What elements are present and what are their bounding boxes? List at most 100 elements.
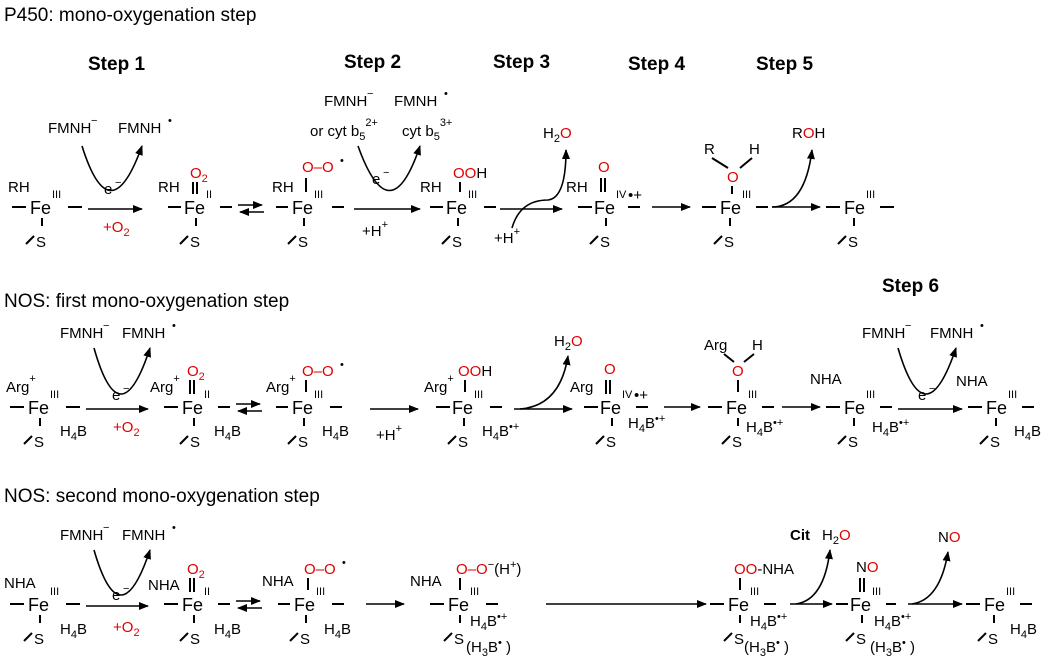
cytochrome-b5-reduced: or cyt b52+: [310, 117, 378, 143]
svg-text:H2O: H2O: [822, 527, 851, 547]
o2-addition: +O2: [103, 219, 130, 239]
svg-text:S: S: [190, 631, 200, 648]
nos-first-row: Arg+ Fe III S H4B FMNH − FMNH • e − +O2 …: [6, 320, 1041, 451]
svg-text:S: S: [606, 434, 616, 451]
svg-text:e: e: [918, 387, 926, 404]
svg-text:S: S: [732, 434, 742, 451]
p450-species-2: RH O2 Fe II S: [158, 165, 232, 251]
nos1-species-8: NHA Fe III S H4B: [956, 373, 1041, 451]
nos2-species-6: NO Fe III S H4B•+ (H3B• ): [836, 559, 915, 659]
no-product: NO: [938, 529, 961, 546]
p450-step2-arrow: FMNH − FMNH • or cyt b52+ cyt b53+ e − +…: [310, 88, 452, 240]
nos1-species-6: Arg H O Fe III S H4B•+: [704, 337, 783, 451]
svg-text:Fe: Fe: [448, 595, 469, 615]
svg-text:S: S: [454, 631, 464, 648]
svg-text:FMNH: FMNH: [60, 325, 103, 342]
nos2-species-5: OO-NHA Fe III S H4B•+ (H3B• ): [710, 561, 794, 659]
nos2-species-4: NHA O–O−(H+) Fe III S H4B•+ (H3B• ): [410, 559, 521, 659]
svg-text:+O2: +O2: [113, 619, 140, 639]
svg-text:R: R: [704, 141, 715, 158]
svg-text:−: −: [123, 383, 129, 395]
p450-step1-arrow: FMNH − FMNH • e − +O2: [48, 115, 172, 239]
svg-text:•+: •+: [634, 387, 648, 404]
svg-text:III: III: [474, 389, 483, 401]
svg-text:Fe: Fe: [28, 398, 49, 418]
o2-ligand: O2: [190, 165, 208, 185]
svg-text:III: III: [750, 586, 759, 598]
svg-text:OO-NHA: OO-NHA: [734, 561, 794, 578]
p450-species-7: Fe III S: [826, 189, 894, 251]
svg-text:−: −: [367, 88, 373, 100]
svg-text:Fe: Fe: [184, 198, 205, 218]
svg-text:H4B•+: H4B•+: [628, 413, 665, 435]
svg-text:Fe: Fe: [728, 595, 749, 615]
svg-text:(H3B• ): (H3B• ): [466, 637, 511, 659]
svg-text:III: III: [872, 586, 881, 598]
svg-text:NHA: NHA: [956, 373, 988, 390]
svg-text:RH: RH: [566, 179, 588, 196]
svg-text:FMNH: FMNH: [60, 527, 103, 544]
svg-text:III: III: [1006, 586, 1015, 598]
svg-text:−: −: [905, 320, 911, 332]
citrulline-label: Cit: [790, 527, 810, 544]
svg-text:III: III: [50, 389, 59, 401]
svg-text:H4B: H4B: [1010, 621, 1037, 641]
svg-text:S: S: [600, 234, 610, 251]
roh-product: ROH: [792, 125, 825, 142]
svg-text:Fe: Fe: [292, 398, 313, 418]
svg-text:e: e: [112, 587, 120, 604]
p450-step3-arrow: H2O +H+: [494, 125, 572, 247]
svg-text:O–O: O–O: [302, 363, 334, 380]
nos1-step6-arrow: FMNH − FMNH • e −: [862, 320, 984, 413]
step-4-label: Step 4: [628, 54, 685, 75]
nos2-step1-arrow: FMNH − FMNH • e − +O2: [60, 522, 176, 639]
svg-text:(H3B• ): (H3B• ): [870, 637, 915, 659]
svg-text:•: •: [340, 155, 344, 167]
svg-text:FMNH: FMNH: [930, 325, 973, 342]
fmnh-oxidized-label: FMNH: [118, 120, 161, 137]
svg-text:S: S: [458, 434, 468, 451]
svg-text:H4B•+: H4B•+: [874, 611, 911, 633]
svg-text:S: S: [452, 234, 462, 251]
svg-text:+O2: +O2: [113, 419, 140, 439]
svg-text:FMNH: FMNH: [122, 527, 165, 544]
water-release: H2O: [543, 125, 572, 145]
svg-text:Arg+: Arg+: [150, 373, 180, 396]
p450-title: P450: mono-oxygenation step: [4, 5, 256, 26]
svg-text:e: e: [112, 387, 120, 404]
svg-text:III: III: [314, 389, 323, 401]
hydroperoxo-ligand: OOH: [453, 165, 487, 182]
sulfur-ligand: S: [36, 234, 46, 251]
svg-text:H: H: [749, 141, 760, 158]
step-1-label: Step 1: [88, 54, 145, 75]
svg-text:Fe: Fe: [294, 595, 315, 615]
p450-species-1: RH Fe III S: [8, 179, 82, 251]
svg-text:Fe: Fe: [452, 398, 473, 418]
svg-text:NHA: NHA: [4, 575, 36, 592]
svg-text:Fe: Fe: [28, 595, 49, 615]
fmnh-reduced-label: FMNH: [48, 120, 91, 137]
svg-text:S: S: [848, 234, 858, 251]
svg-text:−: −: [115, 177, 121, 189]
nos2-species-1: NHA Fe III S H4B: [4, 575, 87, 648]
svg-text:NHA: NHA: [262, 573, 294, 590]
electron-label: e: [104, 181, 112, 198]
svg-text:Fe: Fe: [182, 398, 203, 418]
svg-text:•: •: [168, 115, 172, 127]
svg-text:Fe: Fe: [182, 595, 203, 615]
nos1-species-2: Arg+ O2 Fe II S H4B: [150, 363, 241, 451]
svg-text:H4B: H4B: [214, 621, 241, 641]
svg-text:(H3B• ): (H3B• ): [744, 637, 789, 659]
svg-text:FMNH: FMNH: [862, 325, 905, 342]
svg-text:Fe: Fe: [986, 398, 1007, 418]
svg-text:RH: RH: [272, 179, 294, 196]
svg-text:S: S: [190, 234, 200, 251]
svg-text:III: III: [748, 389, 757, 401]
svg-text:III: III: [866, 189, 875, 201]
svg-text:−: −: [383, 167, 389, 179]
svg-text:−: −: [929, 383, 935, 395]
svg-text:S: S: [34, 434, 44, 451]
nos-second-row: NHA Fe III S H4B FMNH − FMNH • e − +O2 N…: [4, 522, 1037, 659]
nos2-species-7: Fe III S H4B: [966, 586, 1037, 648]
